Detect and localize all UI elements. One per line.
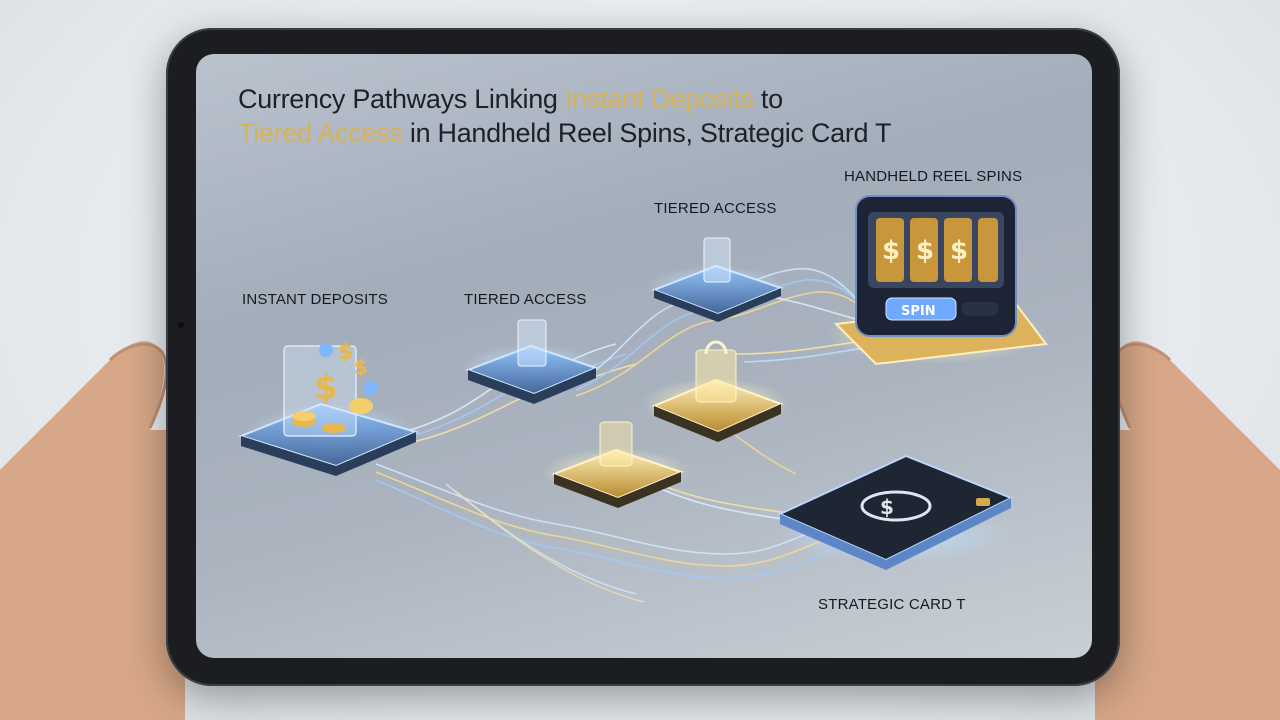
pathway-diagram: $ $ $ (238, 195, 1048, 603)
tiered-access-node-1 (461, 319, 601, 404)
svg-text:$: $ (338, 340, 353, 365)
label-handheld-reel-spins: HANDHELD REEL SPINS (844, 168, 1023, 185)
gold-lock-node-2 (541, 421, 691, 508)
tablet-screen: Currency Pathways Linking Instant Deposi… (196, 54, 1092, 658)
title-text: in Handheld Reel Spins, Strategic Card T (402, 118, 892, 148)
label-tiered-access-2: TIERED ACCESS (654, 200, 777, 217)
label-strategic-card: STRATEGIC CARD T (818, 596, 966, 613)
title-highlight-instant-deposits: Instant Deposits (564, 84, 754, 114)
tiered-access-node-2 (646, 237, 786, 322)
svg-text:$: $ (880, 495, 894, 519)
gold-lock-node-1 (641, 340, 791, 442)
instant-deposits-node: $ $ $ (238, 340, 421, 476)
title-text: Currency Pathways Linking (238, 84, 565, 114)
title-highlight-tiered-access: Tiered Access (238, 118, 403, 148)
spin-button[interactable] (885, 297, 957, 321)
card-icon: $ (776, 454, 1016, 570)
camera-dot (178, 322, 184, 328)
svg-text:$: $ (916, 236, 934, 266)
svg-text:$: $ (354, 355, 368, 379)
label-instant-deposits: INSTANT DEPOSITS (242, 291, 389, 308)
title-text: to (753, 84, 783, 114)
spin-button-label: SPIN (901, 304, 936, 319)
slot-machine-icon: $ $ $ SPIN (826, 195, 1048, 366)
label-tiered-access-1: TIERED ACCESS (464, 291, 587, 308)
lock-icon (704, 340, 728, 355)
page-title: Currency Pathways Linking Instant Deposi… (238, 82, 1078, 150)
svg-text:$: $ (882, 236, 900, 266)
svg-text:$: $ (950, 236, 968, 266)
dollar-coin-icon: $ (314, 368, 338, 408)
